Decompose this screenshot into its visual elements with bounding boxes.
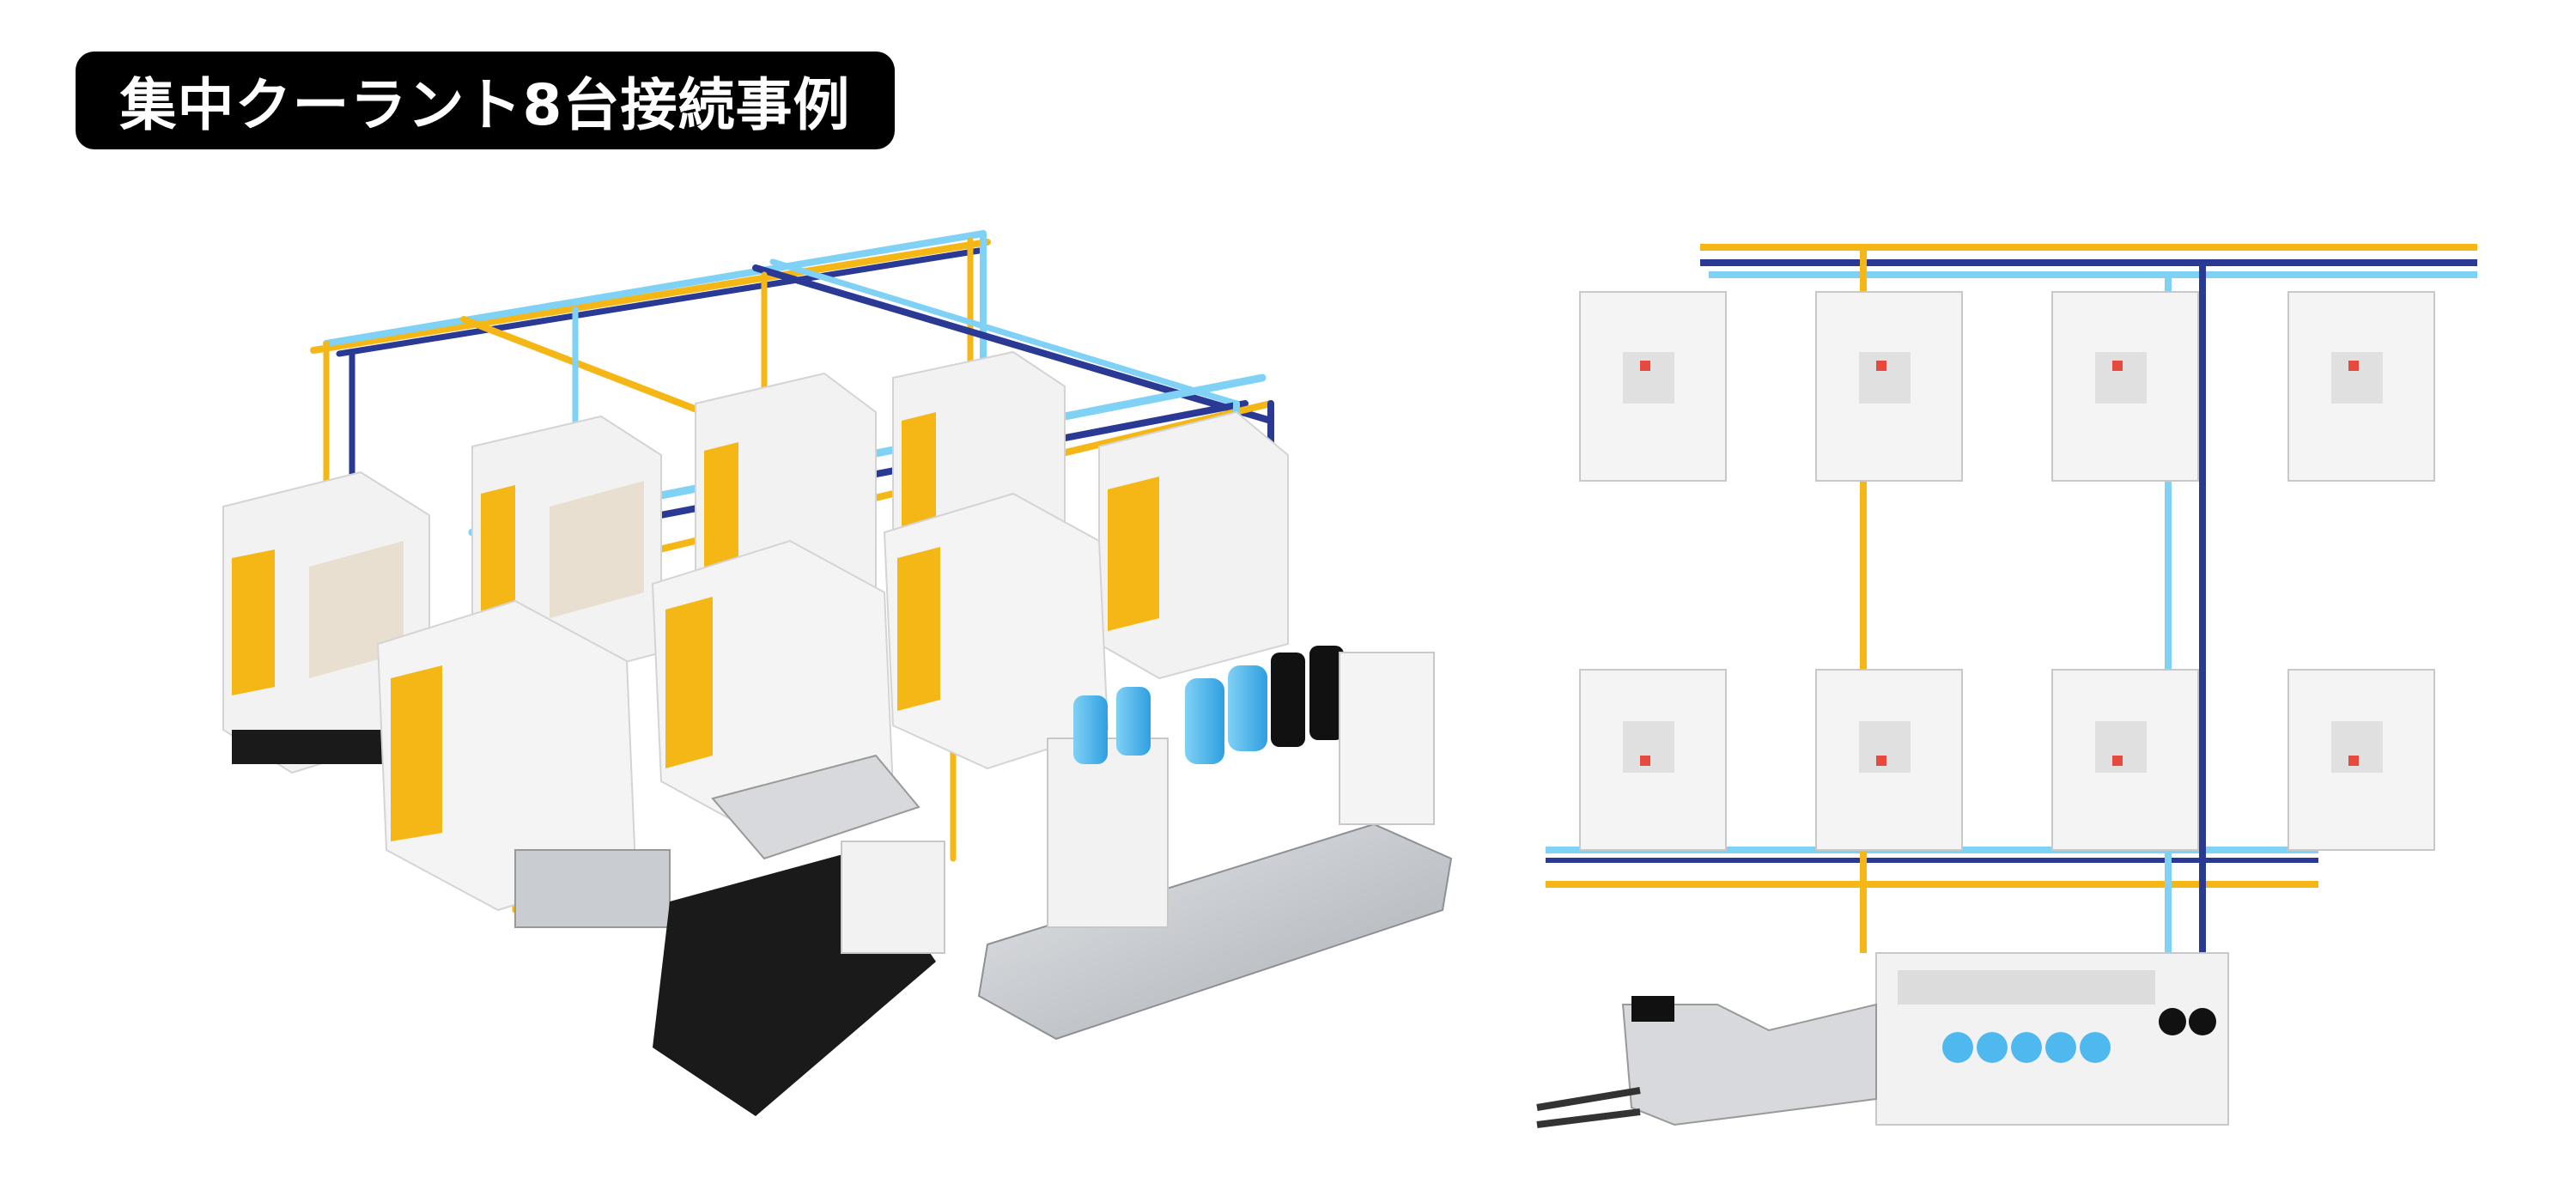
filter-tank xyxy=(1977,1032,2008,1063)
machine-top xyxy=(2287,291,2435,482)
coolant-unit xyxy=(977,646,1453,1041)
machine-top xyxy=(1579,669,1727,851)
chip-conveyor-top xyxy=(1536,996,1877,1128)
machine-center xyxy=(1098,410,1289,680)
machine-top xyxy=(2051,291,2199,482)
pump-motor xyxy=(1271,653,1305,747)
machine-center xyxy=(376,599,671,928)
machine-top xyxy=(1815,291,1963,482)
machine-center xyxy=(883,492,1109,770)
chip-conveyor xyxy=(653,754,945,1116)
machine-top xyxy=(1815,669,1963,851)
filter-tank xyxy=(1185,678,1224,764)
page-title: 集中クーラント8台接続事例 xyxy=(119,72,851,138)
machine-center xyxy=(651,539,895,835)
pump-motor xyxy=(2159,1008,2186,1035)
title-badge: 集中クーラント8台接続事例 xyxy=(76,52,895,149)
filter-tank xyxy=(2080,1032,2111,1063)
machine-top xyxy=(2051,669,2199,851)
filter-tank xyxy=(2045,1032,2076,1063)
filter-tank xyxy=(2011,1032,2042,1063)
machine-top xyxy=(2287,669,2435,851)
top-view xyxy=(1536,244,2477,1128)
pipe-light-blue xyxy=(323,230,987,347)
isometric-view xyxy=(222,230,1453,1116)
filter-tank xyxy=(1116,687,1151,756)
machine-center xyxy=(222,470,430,774)
pipe-navy xyxy=(336,247,982,357)
filter-tank xyxy=(1073,695,1108,764)
pump-motor xyxy=(1309,646,1344,740)
filter-tank xyxy=(1942,1032,1973,1063)
pipe-yellow xyxy=(310,239,991,354)
control-cabinet xyxy=(1047,738,1169,928)
pump-motor xyxy=(2189,1008,2216,1035)
machine-top xyxy=(1579,291,1727,482)
coolant-unit-top xyxy=(1875,952,2229,1126)
filter-tank xyxy=(1228,665,1267,751)
